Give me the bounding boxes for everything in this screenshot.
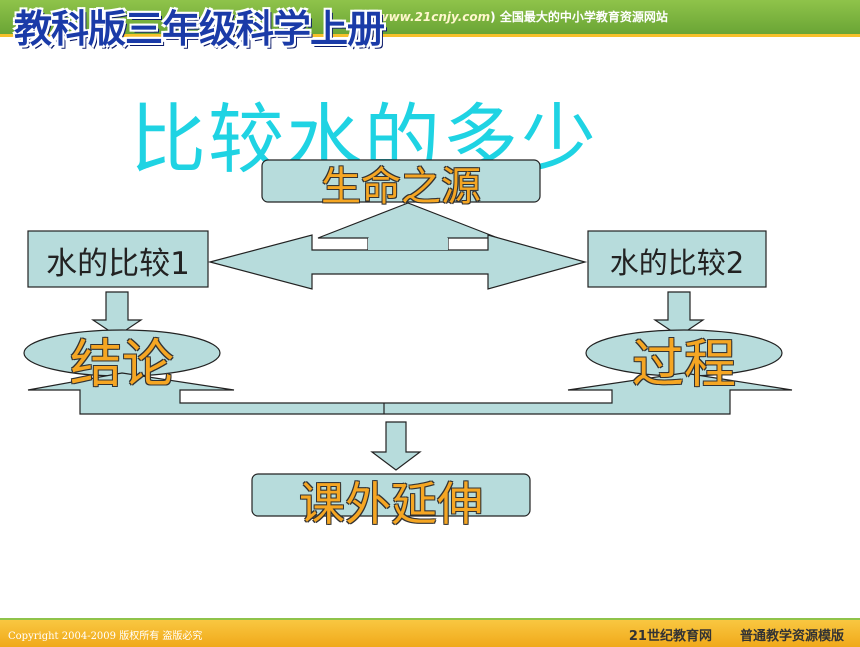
copyright-text: Copyright 2004-2009 版权所有 盗版必究 — [8, 631, 203, 642]
node-left-label: 水的比较1 — [46, 246, 190, 282]
header-accent-line — [0, 34, 860, 37]
banner-title: 教科版三年级科学上册 — [14, 7, 385, 51]
box-bottom — [251, 473, 531, 517]
down-arrow-bottom — [370, 421, 422, 471]
down-arrow-right — [653, 291, 705, 337]
node-process-label: 过程 — [631, 335, 736, 395]
double-arrow — [207, 234, 588, 290]
node-conclusion-label: 结论 — [69, 335, 174, 395]
node-bottom-label: 课外延伸 — [299, 477, 483, 531]
header-bar: (www.21cnjy.com) 全国最大的中小学教育资源网站 — [0, 0, 860, 34]
node-top-label: 生命之源 — [321, 164, 481, 210]
site-slogan: (www.21cnjy.com) 全国最大的中小学教育资源网站 — [372, 8, 668, 25]
brand-name: 21世纪教育网 — [628, 629, 712, 644]
box-left — [27, 230, 209, 288]
box-right — [587, 230, 767, 288]
box-top — [261, 159, 541, 203]
site-url[interactable]: www.21cnjy.com — [377, 10, 491, 24]
node-right-label: 水的比较2 — [609, 246, 745, 280]
feedback-bar — [27, 372, 793, 415]
footer-bar: Copyright 2004-2009 版权所有 盗版必究 21世纪教育网 普通教… — [0, 618, 860, 647]
site-prefix: ( — [372, 10, 378, 24]
site-suffix: ) 全国最大的中小学教育资源网站 — [490, 10, 668, 24]
down-arrow-left — [91, 291, 143, 337]
footer-brand: 21世纪教育网 普通教学资源模版 — [629, 625, 844, 644]
brand-template: 普通教学资源模版 — [739, 629, 844, 644]
